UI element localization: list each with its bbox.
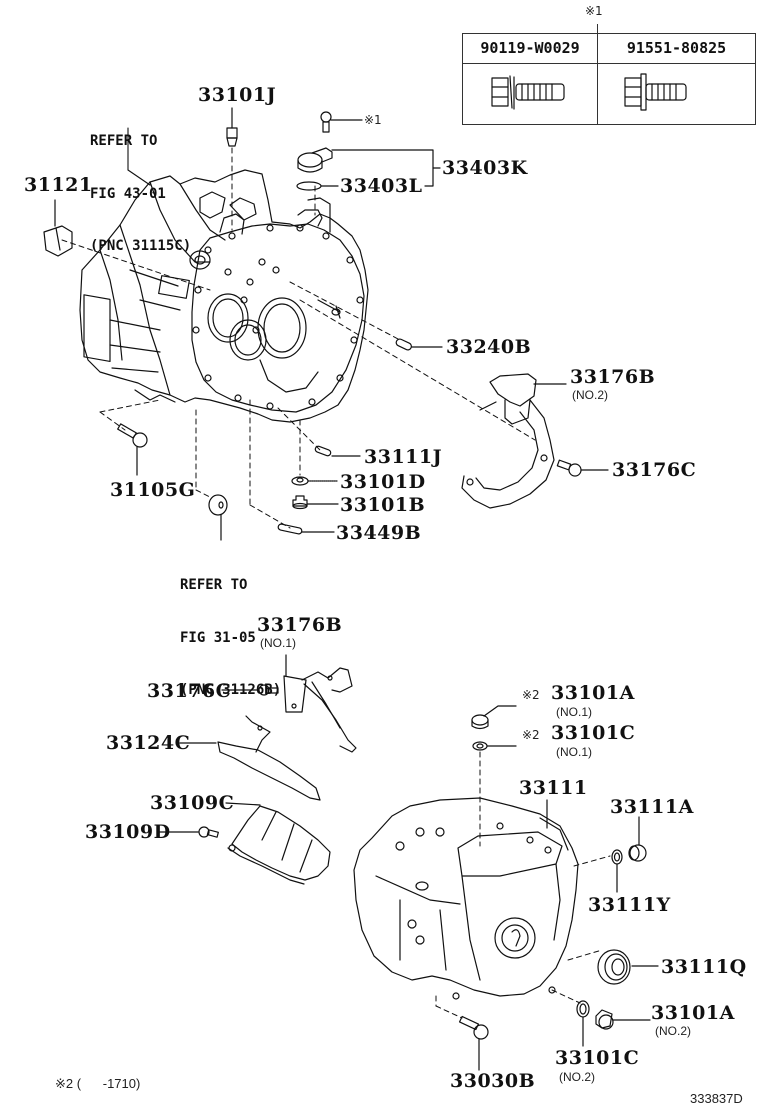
callout-33101B[interactable]: 33101B — [340, 494, 426, 516]
transaxle-case-33111 — [353, 797, 579, 1000]
small-parts-group — [277, 445, 361, 535]
refer-note-line: (PNC 31126B) — [180, 682, 282, 698]
callout-33101C-no1-sub: (NO.1) — [556, 745, 592, 759]
callout-33124C[interactable]: 33124C — [106, 732, 191, 754]
figure-id: 333837D — [690, 1091, 743, 1106]
callout-33403K[interactable]: 33403K — [442, 157, 528, 179]
clutch-housing — [79, 169, 369, 423]
callout-33176B-no2-sub: (NO.2) — [572, 388, 608, 402]
callout-33449B[interactable]: 33449B — [336, 522, 422, 544]
part-33176B-no2-bracket — [461, 373, 567, 509]
part-33111Y-seal — [611, 849, 623, 893]
callout-31121[interactable]: 31121 — [24, 174, 93, 196]
table-header-part-2: 91551-80825 — [598, 34, 755, 64]
callout-33176B-no1[interactable]: 33176B — [257, 614, 343, 636]
part-33101C-no1-gasket — [472, 741, 517, 751]
callout-33111A[interactable]: 33111A — [610, 796, 694, 818]
callout-33109D[interactable]: 33109D — [85, 821, 171, 843]
part-31121 — [43, 199, 73, 257]
part-33101A-no1-plug — [471, 705, 517, 730]
callout-33240B[interactable]: 33240B — [446, 336, 532, 358]
part-33403K — [296, 147, 441, 191]
callout-33111J[interactable]: 33111J — [364, 446, 443, 468]
part-33111Q-oil-seal — [597, 949, 659, 985]
callout-33101C-no2-sub: (NO.2) — [559, 1070, 595, 1084]
callout-33101J[interactable]: 33101J — [198, 84, 277, 106]
callout-33101A-no2[interactable]: 33101A — [651, 1002, 735, 1024]
callout-33111[interactable]: 33111 — [519, 777, 588, 799]
callout-33030B[interactable]: 33030B — [450, 1070, 536, 1092]
part-33109D-bolt — [159, 826, 219, 838]
bolt-with-washer-icon — [491, 75, 565, 110]
part-31105G-bolt — [117, 423, 148, 476]
refer-note-line: FIG 43-01 — [90, 185, 166, 202]
callout-33101C-no2[interactable]: 33101C — [555, 1047, 640, 1069]
table-header-part-1: 90119-W0029 — [463, 34, 597, 64]
callout-33111Q[interactable]: 33111Q — [661, 956, 747, 978]
callout-33101A-no1-mark: ※2 — [522, 688, 540, 702]
bolt-note-mark: ※1 — [364, 113, 382, 127]
callout-31105G[interactable]: 31105G — [110, 479, 196, 501]
callout-33101D[interactable]: 33101D — [340, 471, 426, 493]
part-33109C-cover — [225, 802, 331, 885]
callout-33101A-no1-sub: (NO.1) — [556, 705, 592, 719]
footnote: ※2 ( -1710) — [55, 1076, 140, 1092]
footnote-range: ( -1710) — [76, 1076, 141, 1091]
part-33101A-no2-plug — [595, 1009, 651, 1030]
callout-33101C-no1-mark: ※2 — [522, 728, 540, 742]
callout-33111Y[interactable]: 33111Y — [588, 894, 671, 916]
part-33176C-bolt-lower — [221, 684, 279, 696]
part-33030B-bolt — [458, 1015, 489, 1071]
part-33101J-plug — [226, 107, 238, 147]
callout-33101A-no1[interactable]: 33101A — [551, 682, 635, 704]
callout-33403L[interactable]: 33403L — [340, 175, 423, 197]
fastener-table: 90119-W0029 91551-80825 — [462, 24, 756, 125]
callout-33176B-no2[interactable]: 33176B — [570, 366, 656, 388]
refer-note-fig-43-01[interactable]: REFER TO FIG 43-01 (PNC 31115C) — [90, 98, 191, 291]
dashed-assembly-lines — [61, 147, 536, 529]
dashed-assembly-lines-lower — [435, 751, 611, 1019]
flange-bolt-icon — [624, 73, 687, 111]
part-33111A-plug — [628, 816, 647, 862]
part-33101C-no2-gasket — [576, 1000, 590, 1047]
leader-lines — [127, 127, 151, 186]
refer-note-line: FIG 31-05 — [180, 629, 256, 646]
callout-33101C-no1[interactable]: 33101C — [551, 722, 636, 744]
footnote-mark: ※2 — [55, 1076, 74, 1091]
callout-33109C[interactable]: 33109C — [150, 792, 235, 814]
part-33240B — [395, 338, 443, 351]
refer-note-line: REFER TO — [90, 133, 158, 149]
callout-33176C-upper[interactable]: 33176C — [612, 459, 697, 481]
refer-note-line: (PNC 31115C) — [90, 238, 192, 254]
part-33176C-bolt-upper — [556, 459, 609, 477]
bolt-mark-1 — [320, 111, 363, 133]
flange-bolt-holes — [192, 224, 364, 410]
part-33124C-plate — [179, 715, 321, 801]
callout-33101A-no2-sub: (NO.2) — [655, 1024, 691, 1038]
refer-note-line: REFER TO — [180, 577, 248, 593]
callout-33176C-lower[interactable]: 33176C — [147, 680, 232, 702]
part-31126B-plug — [208, 494, 228, 541]
part-33176B-no1-bracket — [283, 654, 357, 753]
refer-note-fig-31-05[interactable]: REFER TO FIG 31-05 (PNC 31126B) — [180, 542, 281, 735]
table-mark: ※1 — [585, 4, 603, 18]
callout-33176B-no1-sub: (NO.1) — [260, 636, 296, 650]
table-divider — [597, 24, 598, 125]
